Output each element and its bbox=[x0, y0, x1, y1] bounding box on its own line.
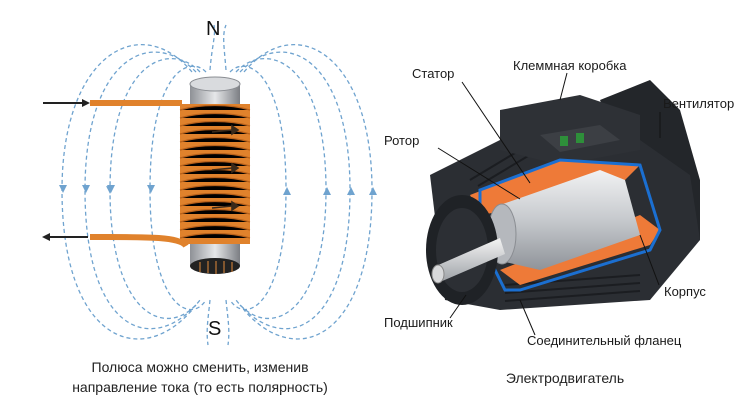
label-housing: Корпус bbox=[664, 284, 706, 299]
field-arrows bbox=[59, 185, 377, 195]
coil-caption-line1: Полюса можно сменить, изменив bbox=[91, 359, 309, 375]
motor-labels: Статор Клеммная коробка Вентилятор Ротор… bbox=[384, 58, 734, 348]
south-pole-label: S bbox=[208, 318, 222, 340]
label-flange: Соединительный фланец bbox=[527, 333, 682, 348]
coil-caption: Полюса можно сменить, изменив направлени… bbox=[40, 357, 360, 397]
label-fan: Вентилятор bbox=[663, 96, 734, 111]
north-pole-label: N bbox=[206, 18, 221, 40]
label-bearing: Подшипник bbox=[384, 315, 453, 330]
leader-lines bbox=[437, 72, 661, 336]
motor-caption: Электродвигатель bbox=[505, 370, 625, 386]
coil-caption-line2: направление тока (то есть полярность) bbox=[72, 379, 328, 395]
electric-motor bbox=[426, 80, 700, 310]
label-rotor: Ротор bbox=[384, 133, 419, 148]
electromagnet-coil bbox=[179, 76, 251, 274]
label-terminal-box: Клеммная коробка bbox=[513, 58, 627, 73]
label-stator: Статор bbox=[412, 66, 454, 81]
wire-out bbox=[42, 233, 189, 249]
wire-in bbox=[43, 99, 182, 107]
